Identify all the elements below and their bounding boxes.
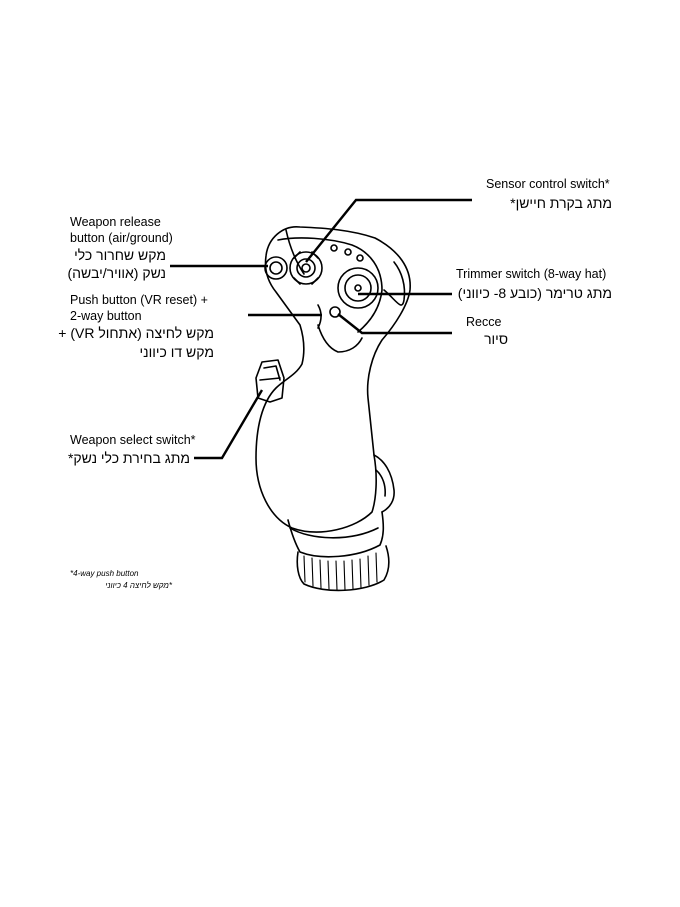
footnote-en: *4-way push button: [70, 569, 139, 578]
weapon-release-label-he-1: מקש שחרור כלי: [74, 247, 166, 263]
grip-side-contour: [317, 324, 363, 353]
footnote-he: *מקש לחיצה 4 כיווני: [105, 581, 172, 590]
leader-weapon-select: [194, 389, 264, 460]
trimmer-label-he: מתג טרימר (כובע 8- כיווני): [457, 285, 612, 301]
grip-back-curve: [383, 261, 406, 306]
weapon-release-label-he-2: נשק (אוויר/יבשה): [67, 265, 166, 281]
trimmer-hat-shape: [337, 267, 379, 309]
weapon-release-button-shape: [264, 256, 288, 280]
base-ring: [296, 545, 390, 592]
trimmer-label-en: Trimmer switch (8-way hat): [456, 267, 607, 281]
weapon-select-label-en: Weapon select switch*: [70, 433, 196, 447]
grip-body-outline: [255, 226, 411, 533]
push-button-label-en-1: Push button (VR reset) +: [70, 293, 208, 307]
grip-front-ridge: [285, 229, 305, 275]
weapon-release-label-en-2: button (air/ground): [70, 231, 173, 245]
recce-label-he: סיור: [484, 331, 508, 347]
push-button-label-en-2: 2-way button: [70, 309, 142, 323]
weapon-release-label-en-1: Weapon release: [70, 215, 161, 229]
sensor-control-label-en: Sensor control switch*: [486, 177, 610, 191]
leader-sensor-control: [305, 198, 472, 263]
push-button-label-he-1: מקש לחיצה (אתחול VR) +: [58, 325, 214, 341]
sensor-control-label-he: מתג בקרת חיישן*: [510, 195, 612, 211]
pinky-lever: [373, 454, 395, 513]
sensor-control-switch-shape: [289, 251, 323, 285]
recce-label-en: Recce: [466, 315, 502, 329]
leader-recce: [337, 313, 452, 335]
collar-band: [287, 511, 385, 558]
recce-button-shape: [329, 306, 341, 318]
grip-top-face: [277, 237, 383, 333]
push-button-label-he-2: מקש דו כיווני: [139, 344, 214, 360]
weapon-select-label-he: מתג בחירת כלי נשק*: [67, 450, 190, 466]
weapon-select-switch-shape: [255, 359, 285, 403]
